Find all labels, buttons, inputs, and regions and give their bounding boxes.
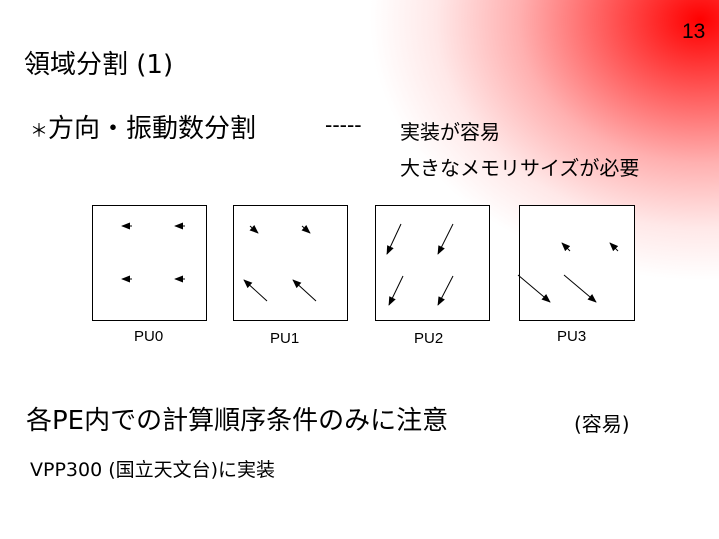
bullet-direction-frequency: ＊方向・振動数分割 bbox=[30, 108, 256, 145]
arrow bbox=[301, 224, 311, 234]
slide-title: 領域分割 (1) bbox=[24, 50, 174, 80]
arrow bbox=[517, 274, 551, 303]
arrow bbox=[609, 242, 619, 252]
bullet-text: 方向・振動数分割 bbox=[48, 114, 257, 144]
arrow bbox=[437, 275, 454, 306]
note-easy: 実装が容易 bbox=[400, 120, 500, 144]
pu2-label: PU2 bbox=[414, 330, 444, 347]
bullet-implementation: VPP300 (国立天文台)に実装 bbox=[30, 459, 276, 481]
pu1-label: PU1 bbox=[270, 330, 300, 347]
arrow bbox=[249, 224, 259, 234]
note-memory: 大きなメモリサイズが必要 bbox=[400, 156, 640, 180]
arrow bbox=[292, 279, 317, 302]
pu0-box bbox=[92, 205, 207, 321]
pu3-box bbox=[517, 205, 635, 321]
bullet-order-condition: 各PE内での計算順序条件のみに注意 bbox=[26, 406, 449, 436]
bullet-marker: ＊ bbox=[30, 121, 48, 142]
arrow bbox=[386, 223, 402, 255]
arrow bbox=[561, 242, 571, 252]
dash-separator: ----- bbox=[325, 112, 362, 137]
pu0-label: PU0 bbox=[134, 328, 164, 345]
pu1-box bbox=[233, 205, 348, 321]
arrow bbox=[563, 274, 597, 303]
arrow bbox=[243, 279, 268, 302]
pu2-box bbox=[375, 205, 490, 321]
arrow bbox=[388, 275, 404, 306]
slide-number: 13 bbox=[682, 20, 706, 43]
arrow bbox=[437, 223, 454, 255]
bullet-order-easy: (容易) bbox=[574, 412, 630, 436]
pu3-label: PU3 bbox=[557, 328, 587, 345]
